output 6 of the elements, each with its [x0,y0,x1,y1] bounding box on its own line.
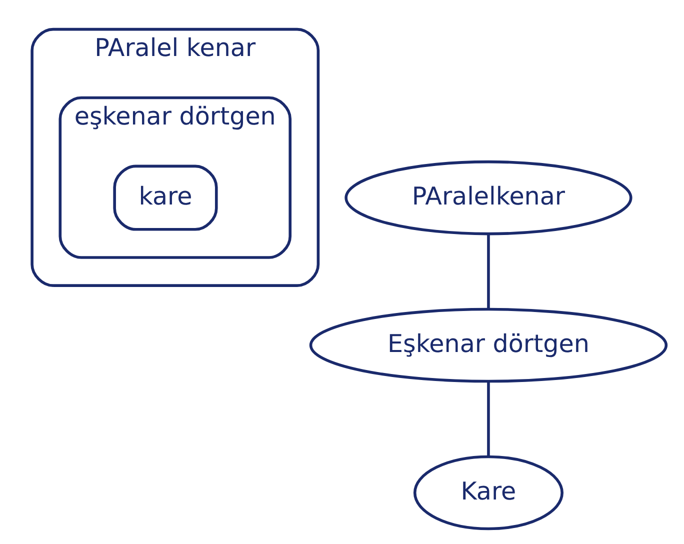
node-ellipse: PAralelkenar [344,160,632,236]
connector [487,382,490,456]
node-ellipse: Eşkenar dörtgen [309,308,668,383]
connector [487,234,490,309]
node-ellipse: Kare [413,455,564,530]
node-box: kare [113,164,218,231]
